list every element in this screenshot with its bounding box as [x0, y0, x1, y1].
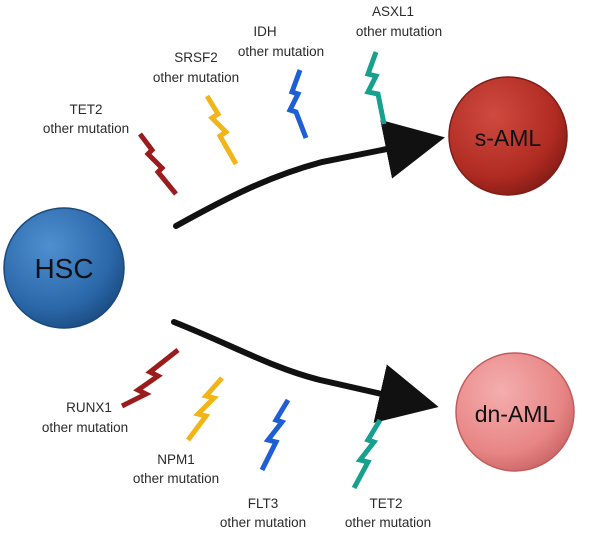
mutation-gene-label: SRSF2: [174, 50, 218, 65]
mutation-gene-label: TET2: [369, 496, 402, 511]
mutation-gene-label: IDH: [253, 24, 276, 39]
mutation-note-label: other mutation: [133, 471, 219, 486]
lightning-bolt-icon: [138, 132, 178, 196]
lightning-bolt-icon: [120, 348, 180, 409]
dn-aml-label: dn-AML: [475, 401, 556, 427]
lightning-bolt-icon: [186, 376, 224, 442]
mutation-gene-label: FLT3: [248, 496, 279, 511]
mutation-gene-label: RUNX1: [66, 400, 112, 415]
arrow-icon: [171, 319, 439, 423]
lightning-bolt-icon: [286, 69, 309, 139]
mutation-note-label: other mutation: [345, 515, 431, 530]
lightning-bolt-icon: [351, 418, 383, 490]
s-aml-label: s-AML: [475, 125, 542, 151]
mutation-npm1: NPM1 other mutation: [133, 376, 224, 486]
mutation-note-label: other mutation: [356, 24, 442, 39]
mutation-idh: IDH other mutation: [238, 24, 324, 139]
mutation-gene-label: NPM1: [157, 452, 195, 467]
mutation-note-label: other mutation: [42, 420, 128, 435]
dn-aml-cell: dn-AML: [455, 352, 575, 472]
lightning-bolt-icon: [364, 51, 387, 125]
lightning-bolt-icon: [204, 94, 239, 166]
hsc-cell: HSC: [3, 207, 125, 329]
mutation-note-label: other mutation: [220, 515, 306, 530]
mutation-asxl1: ASXL1 other mutation: [356, 4, 442, 125]
mutation-note-label: other mutation: [43, 121, 129, 136]
mutation-gene-label: ASXL1: [372, 4, 414, 19]
s-aml-cell: s-AML: [448, 76, 568, 196]
hsc-label: HSC: [34, 253, 93, 284]
mutation-flt3: FLT3 other mutation: [220, 398, 306, 530]
mutation-note-label: other mutation: [153, 70, 239, 85]
arrow-to-dn-aml: [171, 319, 439, 423]
lightning-bolt-icon: [259, 398, 291, 472]
mutation-srsf2: SRSF2 other mutation: [153, 50, 239, 166]
arrow-icon: [173, 119, 445, 229]
mutation-gene-label: TET2: [69, 102, 102, 117]
mutation-tet2-top: TET2 other mutation: [43, 102, 178, 196]
mutation-note-label: other mutation: [238, 44, 324, 59]
arrow-to-s-aml: [173, 119, 445, 229]
mutation-runx1: RUNX1 other mutation: [42, 348, 180, 435]
mutation-tet2-bottom: TET2 other mutation: [345, 418, 431, 530]
